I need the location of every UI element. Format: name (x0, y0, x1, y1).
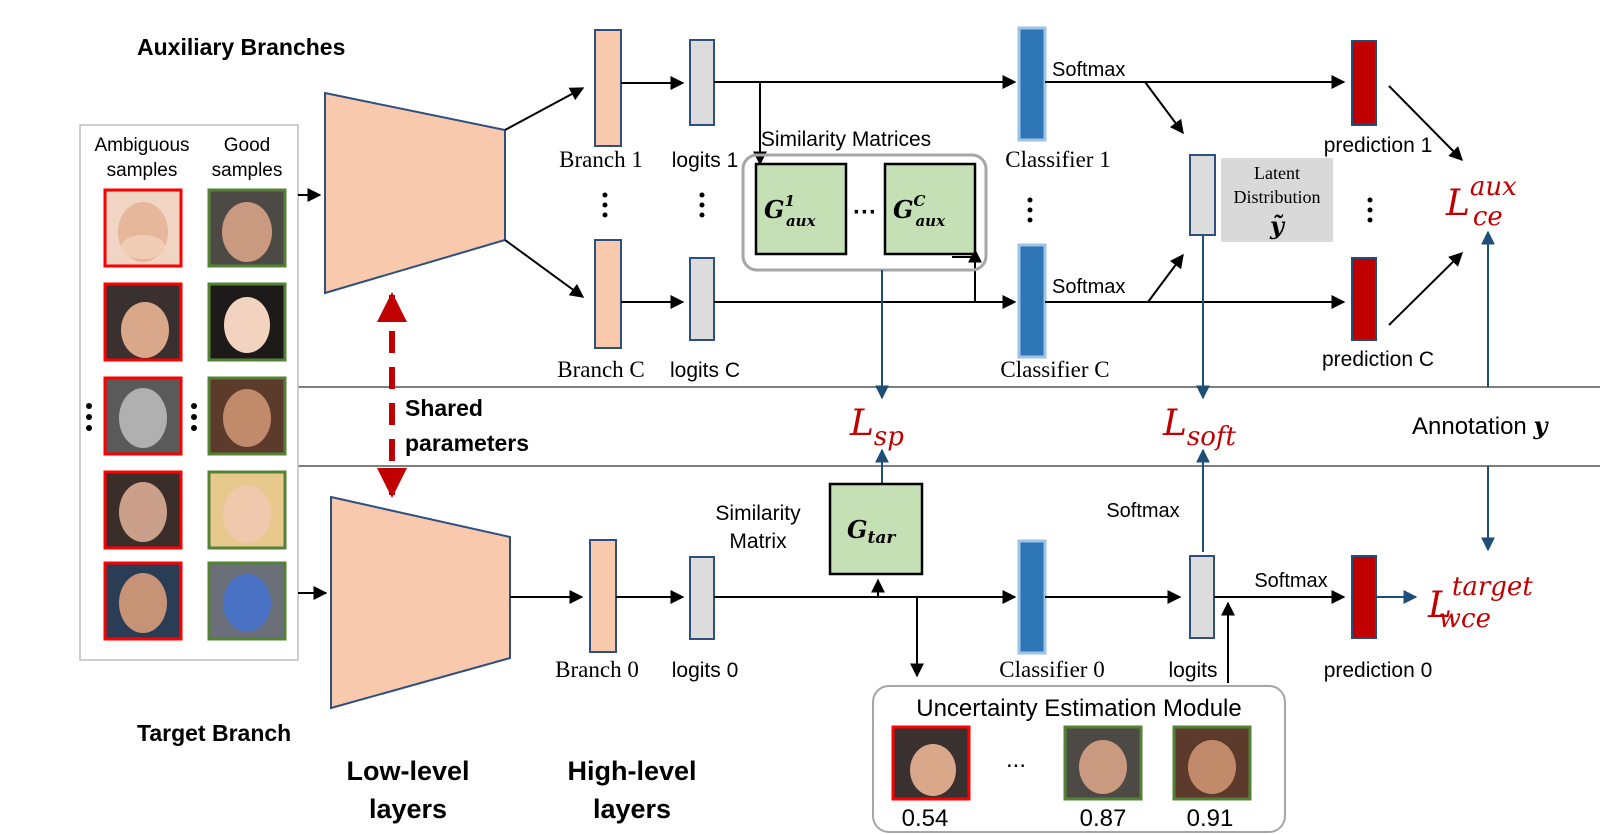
branch-0 (589, 539, 617, 653)
branch-c (594, 239, 622, 349)
ambiguous-sample-2 (103, 282, 183, 362)
ambiguous-sample-1 (103, 188, 183, 268)
branch-1-label: Branch 1 (559, 147, 643, 172)
softmax-0-label: Softmax (1254, 570, 1327, 592)
low-level-layers-aux (324, 91, 506, 295)
branch-ellipsis (602, 192, 608, 218)
branch-1 (594, 29, 622, 147)
good-sample-2 (207, 282, 287, 362)
classifier-ellipsis (1027, 197, 1033, 223)
latent-label-symbol: ỹ (1269, 211, 1286, 240)
similarity-matrices-label: Similarity Matrices (761, 128, 931, 151)
branch-0-label: Branch 0 (555, 657, 639, 682)
logits-1-label: logits 1 (672, 149, 739, 172)
similarity-matrix-label-line1: Similarity (715, 502, 801, 525)
prediction-c (1351, 257, 1377, 341)
annotation-label: Annotation y (1412, 411, 1549, 440)
target-logits-label: logits (1168, 659, 1217, 682)
good-sample-5 (207, 561, 287, 641)
arrow-prediction1-to-ce-loss (1388, 85, 1463, 161)
classifier-1-label: Classifier 1 (1005, 147, 1110, 172)
arrow-to-branch1 (504, 87, 585, 131)
logits-0-label: logits 0 (672, 659, 739, 682)
g-tar-matrix (828, 482, 924, 576)
samples-ellipsis-right (191, 403, 197, 431)
softmax-1-label: Softmax (1052, 59, 1125, 81)
high-level-label-line1: High-level (567, 756, 696, 786)
logits-ellipsis (699, 192, 705, 218)
samples-ellipsis-left (86, 403, 92, 431)
latent-distribution-bar (1189, 154, 1216, 236)
logits-0 (689, 556, 715, 640)
latent-distribution-box (1221, 158, 1333, 242)
similarity-matrices-group (741, 153, 988, 272)
arrow-to-branchC (504, 239, 585, 298)
softmax-soft-label: Softmax (1106, 500, 1179, 522)
classifier-c (1017, 243, 1047, 359)
ambiguous-sample-3 (103, 376, 183, 456)
prediction-c-label: prediction C (1322, 348, 1434, 371)
arrow-softmax1-to-latent (1144, 81, 1184, 135)
good-sample-3 (207, 376, 287, 456)
ambiguous-sample-5 (103, 561, 183, 641)
good-header-line1: Good (224, 135, 270, 156)
good-sample-4 (207, 470, 287, 550)
shared-label-line2: parameters (405, 430, 529, 456)
target-branch-label: Target Branch (137, 720, 291, 746)
shared-label-line1: Shared (405, 395, 483, 421)
softmax-c-label: Softmax (1052, 276, 1125, 298)
logits-1 (689, 39, 715, 126)
uncertainty-sample-ambiguous (891, 725, 971, 801)
classifier-1 (1017, 26, 1047, 142)
uncertainty-sample-good-2 (1172, 725, 1252, 801)
prediction-0-label: prediction 0 (1324, 659, 1433, 682)
good-header-line2: samples (212, 160, 283, 181)
classifier-0-label: Classifier 0 (999, 657, 1104, 682)
loss-sp: Lsp (849, 403, 904, 452)
ambiguous-sample-4 (103, 470, 183, 550)
classifier-c-label: Classifier C (1000, 357, 1109, 382)
logits-c (689, 257, 715, 341)
g-aux-c-matrix (883, 162, 977, 256)
loss-soft: Lsoft (1162, 403, 1237, 452)
logits-c-label: logits C (670, 359, 740, 382)
ambiguous-header-line1: Ambiguous (94, 135, 189, 156)
uncertainty-score-2: 0.87 (1080, 805, 1127, 832)
similarity-matrix-label-line2: Matrix (729, 530, 787, 553)
high-level-label-line2: layers (593, 794, 671, 824)
auxiliary-branches-label: Auxiliary Branches (137, 34, 345, 60)
uncertainty-score-1: 0.54 (902, 805, 949, 832)
prediction-0 (1351, 555, 1377, 639)
low-level-layers-target (330, 495, 511, 710)
prediction-ellipsis (1367, 197, 1373, 223)
prediction-1 (1351, 40, 1377, 126)
uncertainty-sample-good-1 (1063, 725, 1143, 801)
low-level-label-line2: layers (369, 794, 447, 824)
latent-label-line1: Latent (1254, 163, 1300, 183)
uncertainty-module-title: Uncertainty Estimation Module (916, 695, 1241, 722)
arrow-predictionC-to-ce-loss (1388, 252, 1463, 326)
arrow-softmaxC-to-latent (1147, 253, 1184, 303)
latent-label-line2: Distribution (1233, 187, 1320, 207)
matrices-ellipsis: ··· (853, 199, 877, 226)
g-tar-label: Gtar (847, 515, 896, 548)
ambiguous-header-line2: samples (107, 160, 178, 181)
uncertainty-ellipsis: ... (1006, 746, 1026, 773)
low-level-label-line1: Low-level (346, 756, 469, 786)
g-aux-1-matrix (754, 162, 848, 256)
good-sample-1 (207, 188, 287, 268)
target-logits (1189, 555, 1215, 639)
classifier-0 (1017, 539, 1047, 655)
branch-c-label: Branch C (557, 357, 645, 382)
uncertainty-score-3: 0.91 (1187, 805, 1234, 832)
prediction-1-label: prediction 1 (1324, 134, 1433, 157)
